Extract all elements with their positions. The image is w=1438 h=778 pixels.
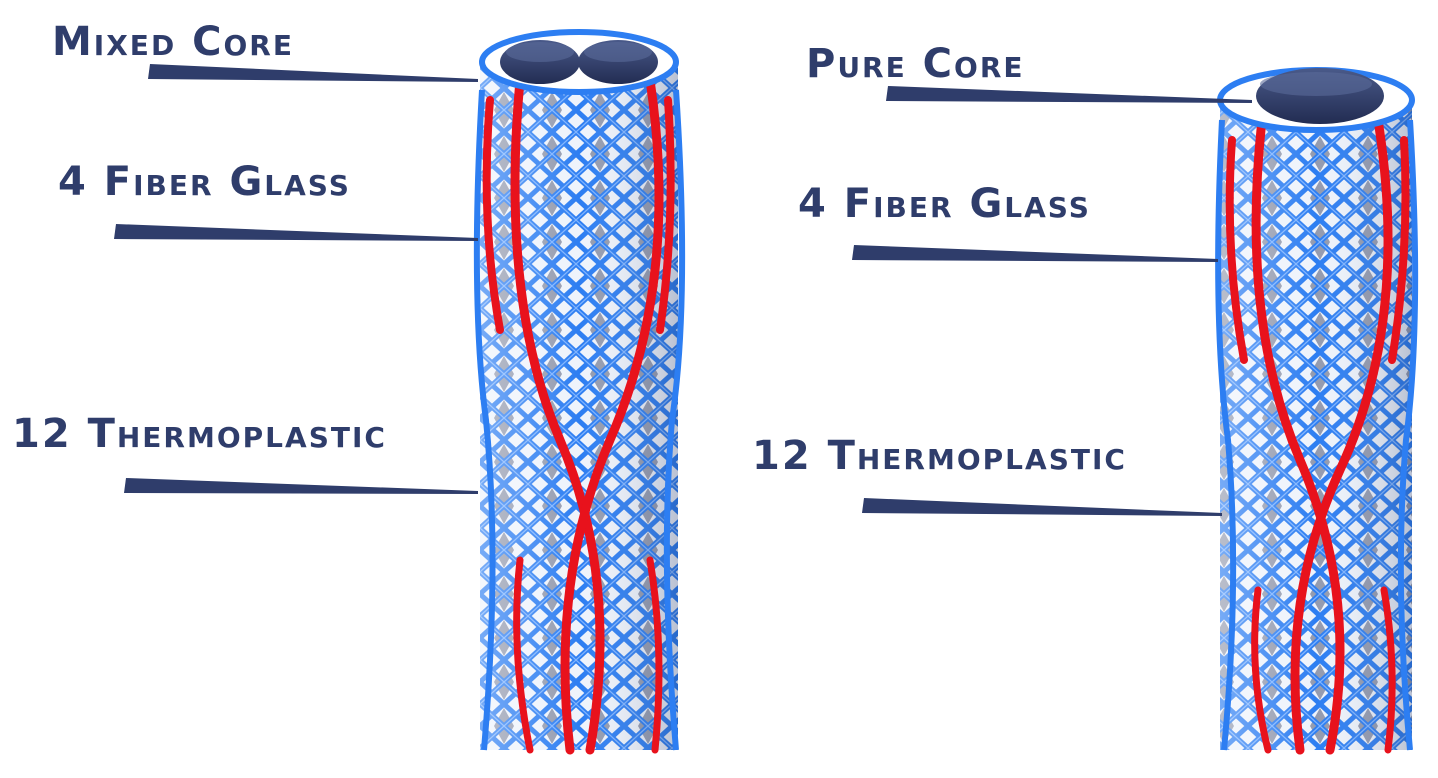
left-fiber-strand	[513, 556, 534, 754]
right-cable	[1215, 67, 1419, 755]
right-fiber-strand	[1251, 115, 1345, 755]
left-fiber-strand	[560, 75, 664, 755]
leader-line-right-core	[886, 86, 1252, 103]
leader-lines	[114, 64, 1252, 516]
right-cable-braid-edge	[1397, 119, 1419, 751]
right-cable-braid-edge	[1215, 119, 1237, 751]
right-fiber-label: 4 Fiber Glass	[798, 181, 1091, 227]
right-fiber-strand	[1388, 136, 1410, 364]
left-fiber-strand	[656, 96, 675, 334]
left-core-label: Mixed Core	[52, 19, 294, 65]
left-cable-shading	[480, 60, 678, 750]
right-fiber-strand	[1251, 586, 1272, 754]
leader-line-right-fiber	[852, 245, 1218, 262]
left-cable-braid-edge	[663, 89, 686, 751]
left-cable	[473, 29, 686, 755]
left-fiber-strand	[510, 75, 605, 755]
right-fiber-strand	[1380, 586, 1396, 754]
leader-line-left-thermo	[124, 478, 478, 494]
left-thermo-label: 12 Thermoplastic	[12, 411, 387, 457]
left-fiber-label: 4 Fiber Glass	[58, 159, 351, 205]
left-cable-braid-edge	[473, 89, 496, 751]
leader-line-left-core	[148, 64, 478, 82]
leader-line-left-fiber	[114, 224, 478, 241]
leader-line-right-thermo	[862, 498, 1222, 516]
left-fiber-strand	[646, 556, 663, 754]
right-fiber-strand	[1225, 136, 1248, 364]
right-thermo-label: 12 Thermoplastic	[752, 433, 1127, 479]
right-core-label: Pure Core	[806, 41, 1025, 87]
right-fiber-strand	[1290, 115, 1393, 755]
left-fiber-strand	[482, 96, 504, 334]
